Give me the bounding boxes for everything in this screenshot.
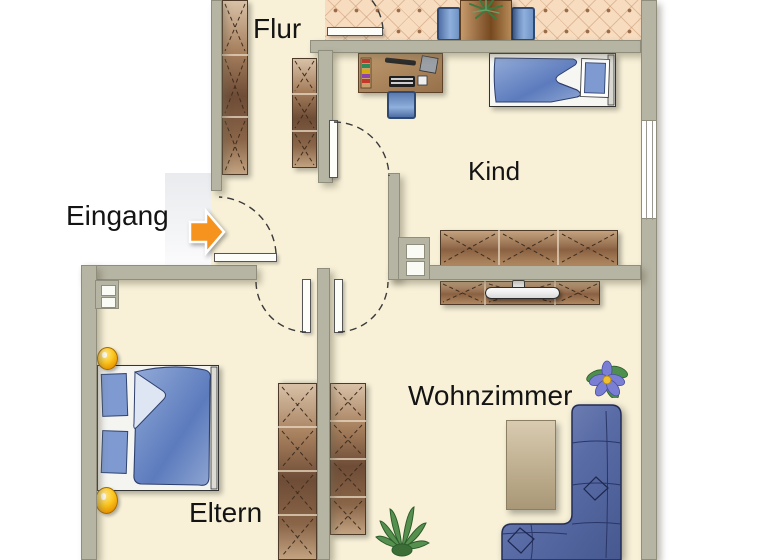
coffee-table xyxy=(506,420,556,510)
flur-wardrobe-right xyxy=(292,58,317,168)
bedside-stool-top xyxy=(97,347,118,370)
label-kind: Kind xyxy=(468,156,521,186)
sofa xyxy=(501,404,622,560)
kind-bed xyxy=(489,53,616,107)
kitchen-door-leaf xyxy=(327,27,383,36)
label-eingang: Eingang xyxy=(66,200,169,231)
bedside-stool-bottom xyxy=(95,487,118,514)
kind-door-leaf xyxy=(329,120,338,178)
wall-eltern-left xyxy=(81,265,97,560)
entrance-arrow-icon xyxy=(188,207,226,257)
wohnzimmer-door-leaf xyxy=(334,279,343,333)
label-wohnzimmer: Wohnzimmer xyxy=(408,380,573,411)
kind-window xyxy=(641,120,657,220)
kind-sideboard xyxy=(440,230,618,266)
kitchen-chair-left xyxy=(437,7,461,41)
entrance-door-leaf xyxy=(214,253,277,262)
label-eltern: Eltern xyxy=(189,497,263,528)
wall-hall-bottom xyxy=(81,265,257,280)
flower-decor-icon xyxy=(586,360,628,398)
tv-screen xyxy=(485,287,560,299)
wall-eltern-wohnzimmer xyxy=(317,268,330,560)
wall-corner-kind xyxy=(388,173,400,280)
kind-desk-chair xyxy=(387,91,416,119)
label-flur: Flur xyxy=(253,13,302,44)
floor-plant-icon xyxy=(375,506,430,557)
duct-shaft-eltern xyxy=(95,280,119,309)
eltern-door-leaf xyxy=(302,279,311,333)
eltern-wardrobe xyxy=(278,383,317,560)
entrance-porch xyxy=(165,173,211,265)
flur-wardrobe-left xyxy=(222,0,248,175)
wall-outer-right xyxy=(641,0,657,560)
wall-kitchen-bottom xyxy=(310,40,641,53)
wall-flur-left xyxy=(211,0,222,191)
table-plant-icon xyxy=(469,0,503,20)
eltern-bed xyxy=(97,365,219,491)
kitchen-chair-right xyxy=(511,7,535,41)
kind-desk xyxy=(358,53,443,93)
desk-books-icon xyxy=(360,57,372,89)
duct-shaft-kind xyxy=(398,237,430,280)
wohnzimmer-wardrobe xyxy=(330,383,366,535)
